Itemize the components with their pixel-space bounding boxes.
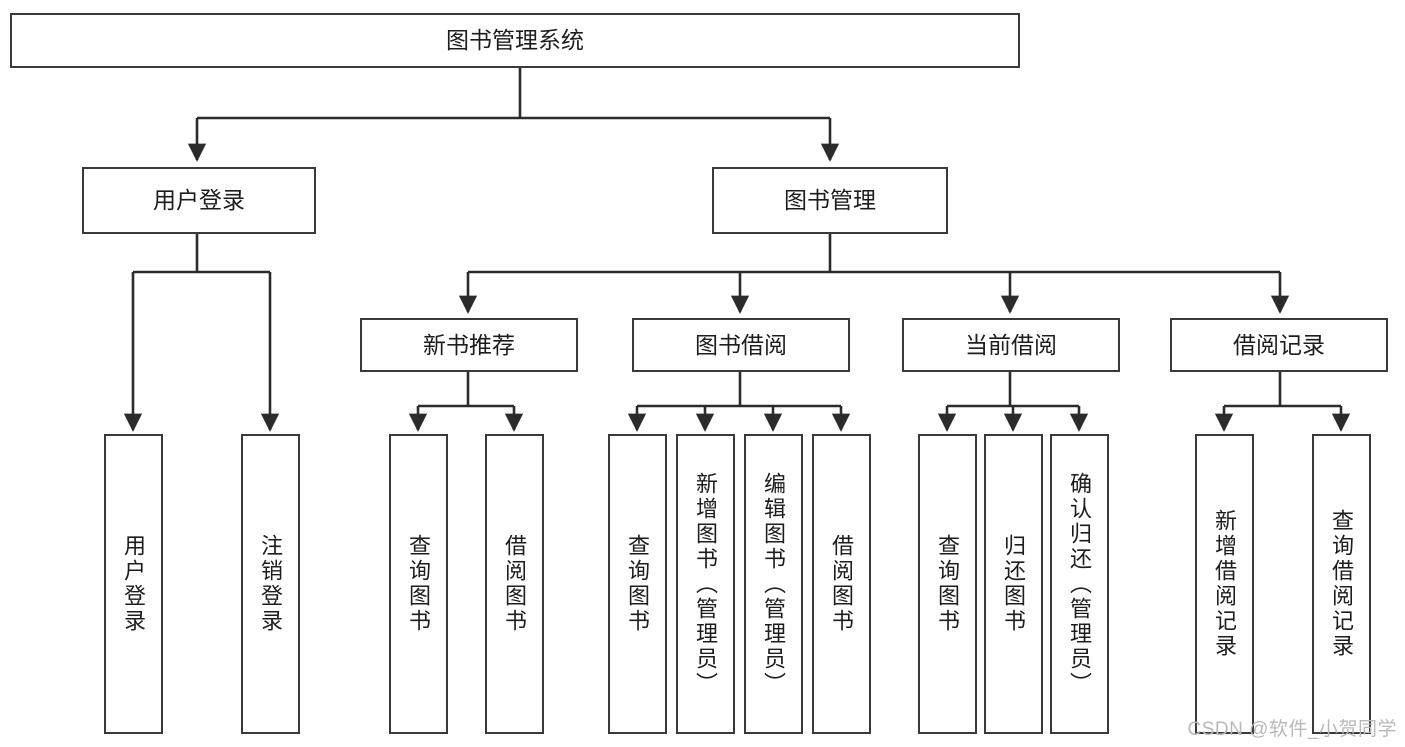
node-label: 借阅图书	[502, 534, 528, 634]
node-label: 图书借阅	[695, 331, 787, 358]
node-book-management[interactable]: 图书管理	[712, 167, 948, 234]
leaf-book-borrow-query[interactable]: 查询图书	[608, 434, 667, 734]
leaf-borrow-record-query[interactable]: 查询借阅记录	[1312, 434, 1371, 734]
node-user-login[interactable]: 用户登录	[82, 167, 316, 234]
node-label: 借阅图书	[829, 534, 855, 634]
leaf-book-borrow-borrow[interactable]: 借阅图书	[812, 434, 871, 734]
leaf-book-borrow-add[interactable]: 新增图书（管理员）	[676, 434, 735, 734]
node-label: 查询图书	[935, 534, 961, 634]
node-label: 归还图书	[1001, 534, 1027, 634]
leaf-current-borrow-return[interactable]: 归还图书	[984, 434, 1043, 734]
node-label: 用户登录	[153, 187, 245, 214]
node-label: 查询图书	[625, 534, 651, 634]
node-label: 注销登录	[258, 534, 284, 634]
node-label: 借阅记录	[1233, 331, 1325, 358]
node-label: 查询借阅记录	[1329, 509, 1355, 659]
node-label: 当前借阅	[965, 331, 1057, 358]
leaf-new-book-borrow[interactable]: 借阅图书	[485, 434, 544, 734]
node-label: 确认归还（管理员）	[1067, 471, 1093, 697]
watermark-text: CSDN @软件_小贺同学	[1187, 719, 1397, 740]
node-book-borrow[interactable]: 图书借阅	[632, 318, 850, 372]
node-root-system[interactable]: 图书管理系统	[10, 13, 1020, 68]
node-borrow-record[interactable]: 借阅记录	[1170, 318, 1388, 372]
leaf-user-login-login[interactable]: 用户登录	[104, 434, 163, 734]
node-label: 编辑图书（管理员）	[761, 471, 787, 697]
node-label: 图书管理	[784, 187, 876, 214]
leaf-user-login-logout[interactable]: 注销登录	[241, 434, 300, 734]
leaf-current-borrow-query[interactable]: 查询图书	[918, 434, 977, 734]
leaf-current-borrow-confirm-return[interactable]: 确认归还（管理员）	[1050, 434, 1109, 734]
node-label: 图书管理系统	[446, 27, 584, 54]
node-current-borrow[interactable]: 当前借阅	[902, 318, 1120, 372]
node-label: 查询图书	[406, 534, 432, 634]
leaf-borrow-record-add[interactable]: 新增借阅记录	[1195, 434, 1254, 734]
node-label: 新增图书（管理员）	[693, 471, 719, 697]
leaf-book-borrow-edit[interactable]: 编辑图书（管理员）	[744, 434, 803, 734]
node-label: 新书推荐	[423, 331, 515, 358]
node-new-book-recommend[interactable]: 新书推荐	[360, 318, 578, 372]
leaf-new-book-query[interactable]: 查询图书	[389, 434, 448, 734]
node-label: 新增借阅记录	[1212, 509, 1238, 659]
node-label: 用户登录	[121, 534, 147, 634]
